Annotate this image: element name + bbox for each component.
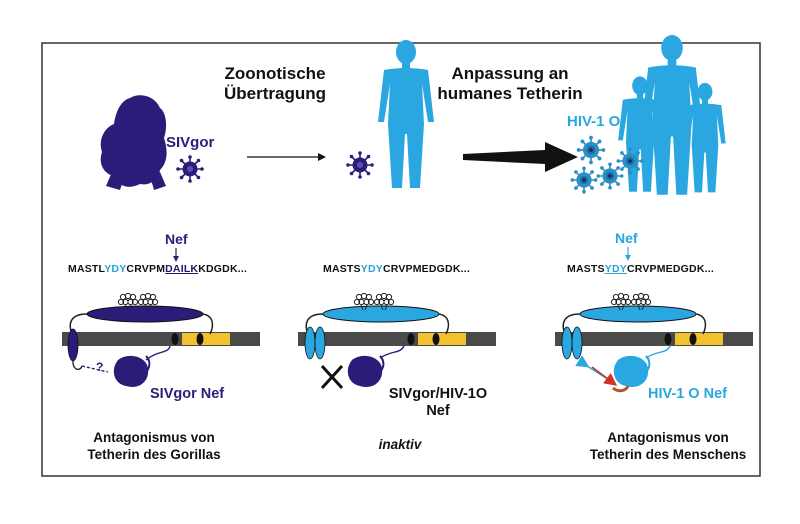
membrane-left	[62, 332, 260, 346]
sivgor-label: SIVgor	[166, 134, 215, 151]
seq-middle-prefix: MASTS	[323, 263, 361, 275]
sequence-left: MASTLYDYCRVPMDAILKKDGDK...	[68, 263, 247, 275]
sivgor-hiv1o-nef-protein	[347, 345, 405, 388]
tetherin-left	[67, 292, 214, 371]
seq-left-underlined: DAILK	[165, 263, 199, 275]
seq-right-suffix: CRVPMEDGDK...	[626, 263, 714, 275]
hiv1o-nef-protein	[575, 345, 671, 393]
title-zoonotic-line1: Zoonotische	[224, 64, 326, 83]
seq-right-motif: YDY	[604, 263, 627, 275]
sivgor-nef-protein	[81, 345, 171, 388]
tetherin-right	[561, 292, 707, 360]
membrane-right	[555, 332, 753, 346]
nef-top-label-left: Nef	[165, 231, 188, 247]
caption-right-line1: Antagonismus von	[607, 430, 729, 445]
title-zoonotic-line2: Übertragung	[224, 84, 326, 103]
seq-left-prefix: MASTL	[68, 263, 105, 275]
sivgor-hiv1o-nef-line1: SIVgor/HIV-1O	[388, 386, 488, 402]
caption-middle-inactive: inaktiv	[378, 437, 422, 452]
title-zoonotic-transmission: Zoonotische Übertragung	[210, 64, 340, 104]
sequence-right: MASTSYDYCRVPMEDGDK...	[567, 263, 714, 275]
transmission-arrowhead	[318, 153, 326, 161]
title-adaptation-line2: humanes Tetherin	[437, 84, 583, 103]
question-mark: ?	[96, 360, 104, 374]
caption-left: Antagonismus von Tetherin des Gorillas	[64, 429, 244, 463]
inactive-cross-icon	[320, 364, 344, 390]
seq-right-prefix: MASTS	[567, 263, 605, 275]
tetherin-middle	[304, 292, 450, 360]
caption-left-line1: Antagonismus von	[93, 430, 215, 445]
seq-middle-suffix: CRVPMEDGDK...	[382, 263, 470, 275]
sivgor-nef-label: SIVgor Nef	[150, 386, 225, 402]
caption-right: Antagonismus von Tetherin des Menschens	[568, 429, 768, 463]
seq-left-motif: YDY	[104, 263, 127, 275]
sivgor-hiv1o-nef-label: SIVgor/HIV-1O Nef	[378, 386, 498, 420]
sequence-middle: MASTSYDYCRVPMEDGDK...	[323, 263, 470, 275]
hiv1o-label: HIV-1 O	[567, 113, 621, 130]
hiv1o-nef-label: HIV-1 O Nef	[648, 386, 727, 402]
membrane-middle	[298, 332, 496, 346]
seq-middle-motif: YDY	[360, 263, 383, 275]
seq-left-mid: CRVPM	[126, 263, 166, 275]
adaptation-arrow	[463, 142, 578, 172]
gorilla-icon	[100, 95, 167, 190]
caption-left-line2: Tetherin des Gorillas	[87, 447, 221, 462]
title-adaptation: Anpassung an humanes Tetherin	[430, 64, 590, 104]
seq-left-suffix: KDGDK...	[198, 263, 248, 275]
sivgor-virus-icon	[175, 154, 205, 184]
sivgor-virus-icon-transmitted	[345, 150, 375, 180]
sivgor-hiv1o-nef-line2: Nef	[426, 403, 450, 419]
title-adaptation-line1: Anpassung an	[451, 64, 569, 83]
nef-top-label-right: Nef	[615, 230, 638, 246]
caption-right-line2: Tetherin des Menschens	[589, 447, 747, 462]
